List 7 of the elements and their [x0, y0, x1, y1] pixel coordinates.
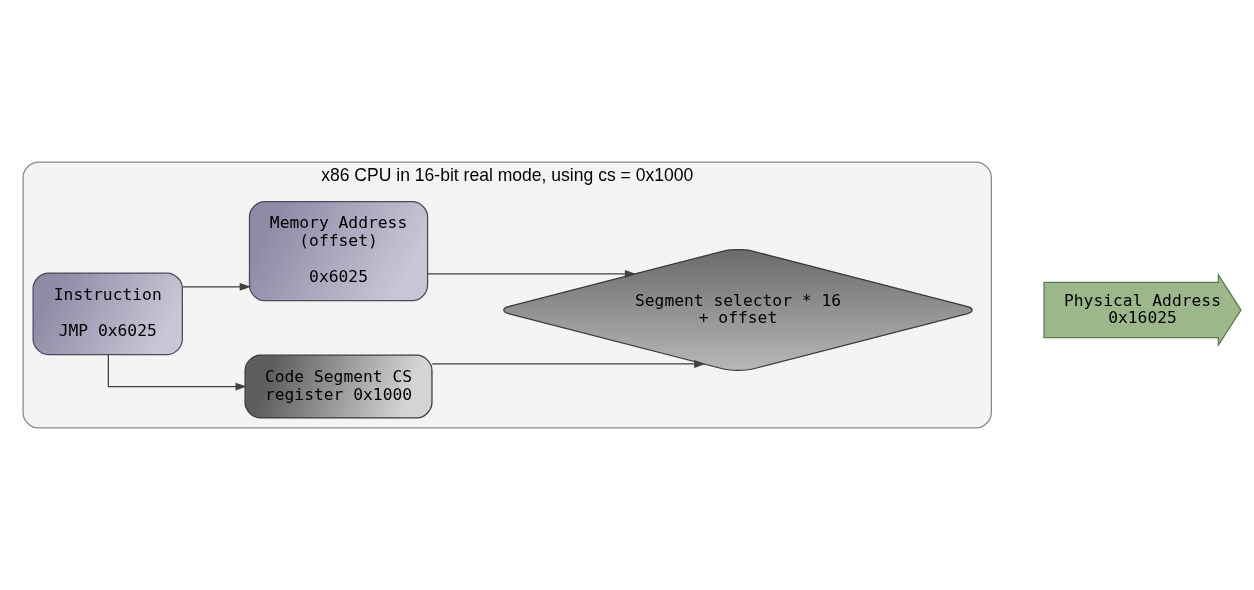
- node-box: Instruction JMP 0x6025: [32, 272, 183, 356]
- arrow: [107, 354, 247, 391]
- arrow: [182, 282, 251, 291]
- node-box: Code Segment CS register 0x1000: [244, 354, 433, 419]
- arrow: [427, 270, 637, 278]
- arrow: [431, 360, 706, 368]
- node-box: Memory Address (offset) 0x6025: [248, 200, 429, 302]
